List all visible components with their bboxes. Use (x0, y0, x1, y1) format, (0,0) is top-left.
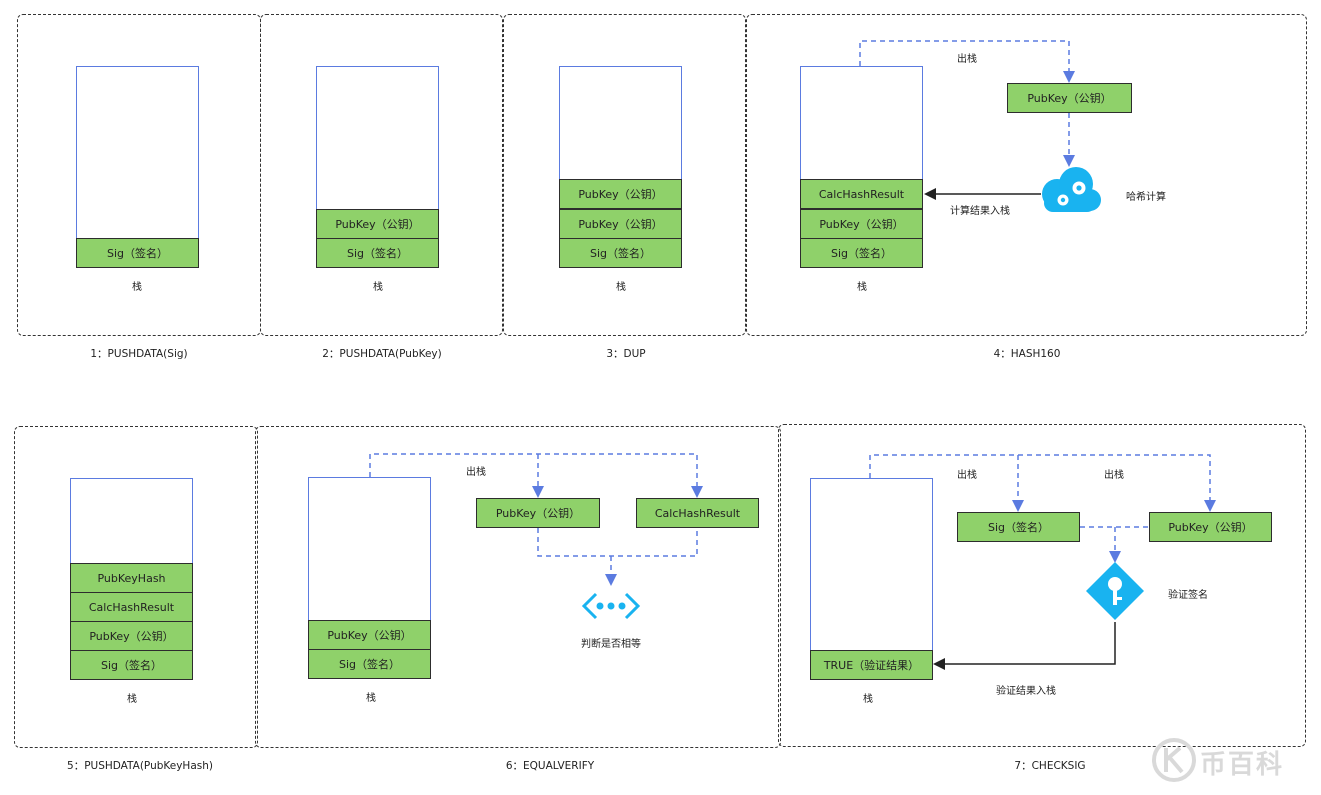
popped-pubkey-box: PubKey（公钥） (1007, 83, 1132, 113)
stack-cell: PubKey（公钥） (559, 209, 682, 239)
panel-2 (260, 14, 503, 336)
step-caption: 1：PUSHDATA(Sig) (90, 348, 188, 360)
stack-cell: PubKey（公钥） (316, 209, 439, 239)
popped-pubkey-box: PubKey（公钥） (1149, 512, 1272, 542)
stack-label: 栈 (863, 694, 873, 705)
pop-label: 出栈 (957, 54, 977, 65)
pop-label-left: 出栈 (957, 470, 977, 481)
watermark-text: 币百科 (1200, 750, 1285, 780)
push-label: 验证结果入栈 (996, 686, 1056, 697)
verify-action-label: 验证签名 (1168, 590, 1208, 601)
panel-5 (14, 426, 258, 748)
stack-cell: CalcHashResult (70, 592, 193, 622)
step-caption: 2：PUSHDATA(PubKey) (322, 348, 442, 360)
stack-cell: Sig（签名） (70, 650, 193, 680)
stack-cell: PubKeyHash (70, 563, 193, 593)
stack-7 (810, 478, 933, 680)
panel-6 (255, 426, 781, 748)
stack-cell: PubKey（公钥） (559, 179, 682, 209)
stack-label: 栈 (127, 694, 137, 705)
pop-label: 出栈 (466, 467, 486, 478)
step-caption: 7：CHECKSIG (1014, 760, 1086, 772)
popped-pubkey-box: PubKey（公钥） (476, 498, 600, 528)
hash-action-label: 哈希计算 (1126, 192, 1166, 203)
compare-action-label: 判断是否相等 (581, 639, 641, 650)
pop-label-right: 出栈 (1104, 470, 1124, 481)
stack-label: 栈 (366, 693, 376, 704)
stack-cell: CalcHashResult (800, 179, 923, 209)
stack-cell: TRUE（验证结果） (810, 650, 933, 680)
step-caption: 4：HASH160 (993, 348, 1061, 360)
popped-sig-box: Sig（签名） (957, 512, 1080, 542)
step-caption: 5：PUSHDATA(PubKeyHash) (67, 760, 213, 772)
stack-label: 栈 (857, 282, 867, 293)
stack-cell: PubKey（公钥） (308, 620, 431, 650)
step-caption: 6：EQUALVERIFY (505, 760, 595, 772)
stack-cell: Sig（签名） (308, 649, 431, 679)
stack-label: 栈 (616, 282, 626, 293)
step-caption: 3：DUP (606, 348, 646, 360)
stack-cell: PubKey（公钥） (800, 209, 923, 239)
stack-cell: Sig（签名） (800, 238, 923, 268)
stack-cell: Sig（签名） (316, 238, 439, 268)
push-label: 计算结果入栈 (950, 206, 1010, 217)
popped-hash-box: CalcHashResult (636, 498, 759, 528)
panel-7 (778, 424, 1306, 747)
stack-cell: PubKey（公钥） (70, 621, 193, 651)
stack-label: 栈 (373, 282, 383, 293)
panel-3 (503, 14, 746, 336)
stack-label: 栈 (132, 282, 142, 293)
panel-4 (746, 14, 1307, 336)
stack-cell: Sig（签名） (76, 238, 199, 268)
stack-cell: Sig（签名） (559, 238, 682, 268)
